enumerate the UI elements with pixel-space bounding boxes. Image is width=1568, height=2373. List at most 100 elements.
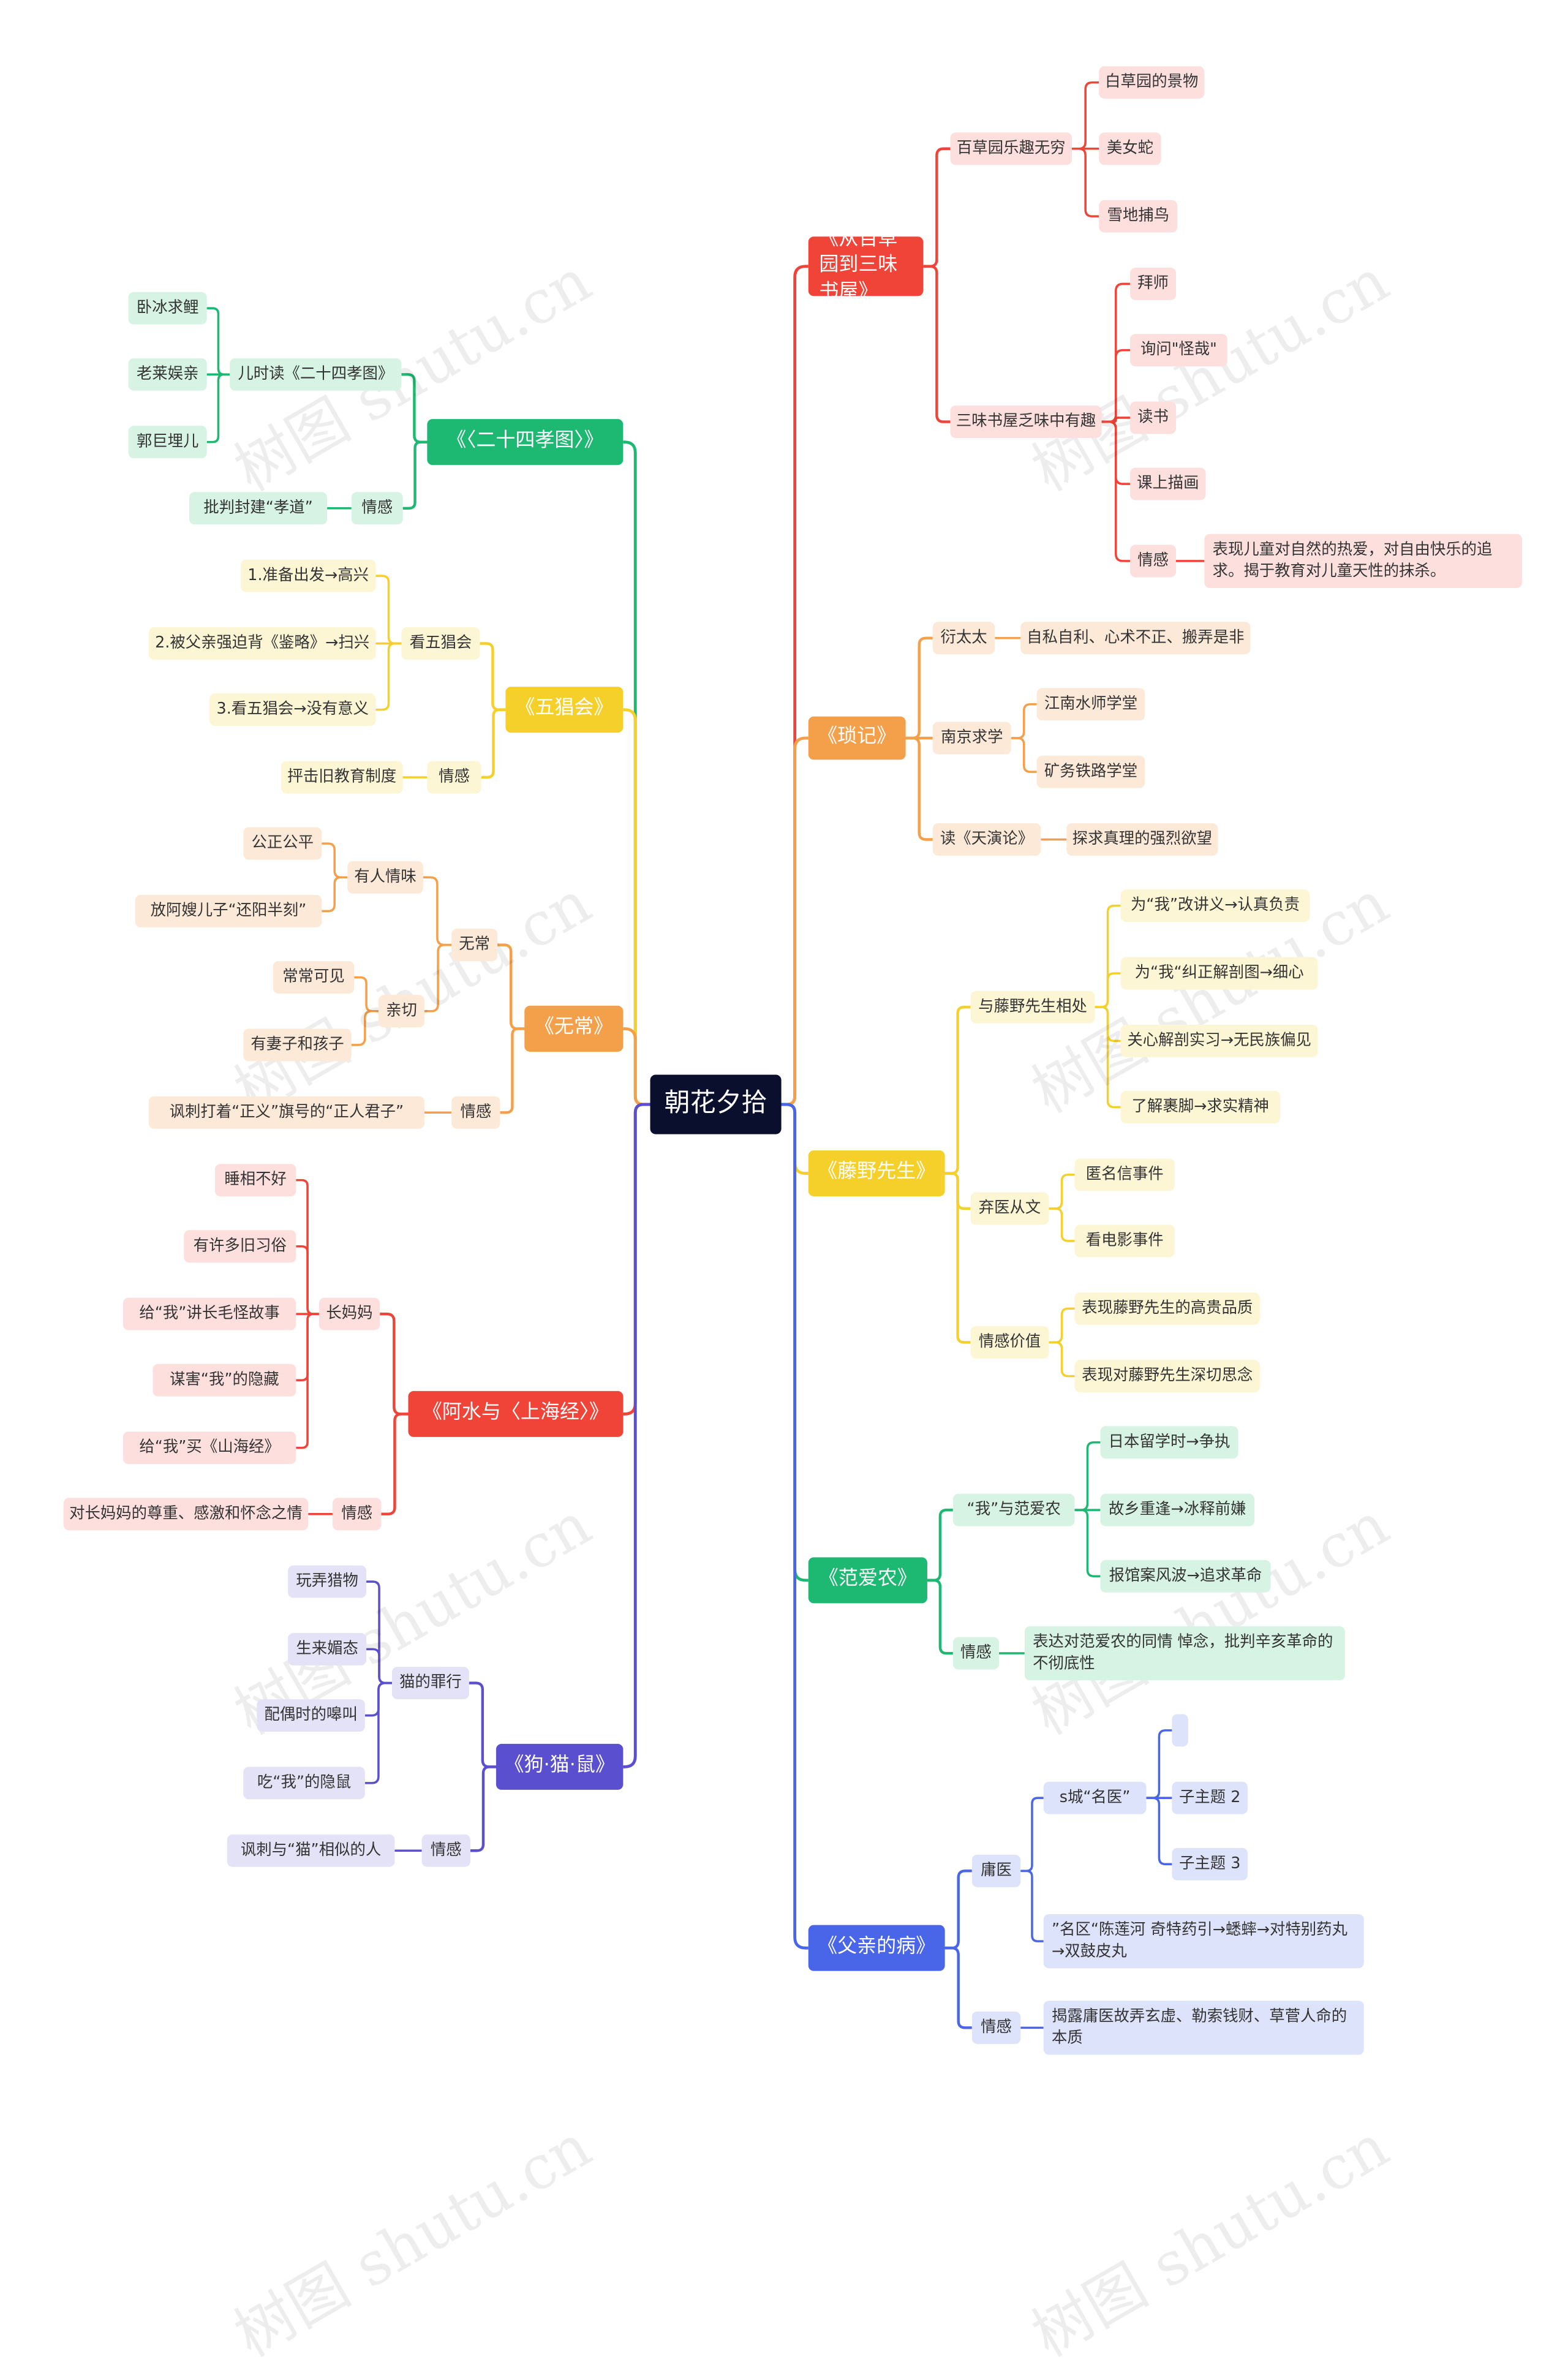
subtopic-node[interactable]: 情感 xyxy=(971,2011,1021,2044)
subtopic-node[interactable]: 公正公平 xyxy=(243,827,322,860)
subtopic-node[interactable]: 谋害“我”的隐藏 xyxy=(153,1364,296,1397)
subtopic-node[interactable]: 猫的罪行 xyxy=(392,1667,469,1700)
subtopic-node[interactable]: 玩弄猎物 xyxy=(288,1565,367,1598)
subtopic-node[interactable]: 情感 xyxy=(351,492,403,525)
subtopic-node[interactable]: 情感 xyxy=(952,1637,999,1670)
subtopic-node[interactable]: 长妈妈 xyxy=(318,1297,380,1330)
subtopic-node[interactable]: 情感 xyxy=(427,761,481,794)
main-topic-node[interactable]: 《琐记》 xyxy=(808,716,906,760)
subtopic-node[interactable]: 读书 xyxy=(1129,401,1177,434)
subtopic-node[interactable]: 匿名信事件 xyxy=(1074,1158,1175,1191)
subtopic-node[interactable]: 生来媚态 xyxy=(288,1632,367,1666)
subtopic-node[interactable]: 为“我”改讲义→认真负责 xyxy=(1120,889,1310,922)
subtopic-node[interactable]: 表达对范爱农的同情 悼念，批判辛亥革命的不彻底性 xyxy=(1024,1626,1345,1681)
subtopic-node[interactable]: 为“我“纠正解剖图→细心 xyxy=(1120,957,1318,990)
subtopic-node[interactable]: 睡相不好 xyxy=(214,1164,296,1197)
connector-line xyxy=(402,440,428,510)
main-topic-node[interactable]: 《藤野先生》 xyxy=(808,1150,945,1197)
subtopic-node[interactable]: 拜师 xyxy=(1129,267,1177,300)
subtopic-node[interactable] xyxy=(1172,1714,1188,1747)
subtopic-node[interactable]: 美女蛇 xyxy=(1099,132,1161,165)
subtopic-node[interactable]: 揭露庸医故弄玄虚、勒索钱财、草菅人命的本质 xyxy=(1043,2001,1364,2055)
subtopic-node[interactable]: 课上描画 xyxy=(1129,467,1206,500)
subtopic-node[interactable]: 江南水师学堂 xyxy=(1036,688,1145,721)
main-topic-node[interactable]: 《阿水与〈上海经〉》 xyxy=(408,1390,624,1437)
subtopic-node[interactable]: 与藤野先生相处 xyxy=(970,990,1095,1024)
subtopic-node[interactable]: 自私自利、心术不正、搬弄是非 xyxy=(1020,622,1251,655)
subtopic-node[interactable]: 抨击旧教育制度 xyxy=(281,761,403,794)
main-topic-node-label: 《无常》 xyxy=(534,1017,613,1039)
subtopic-node[interactable]: 弃医从文 xyxy=(970,1192,1049,1225)
subtopic-node[interactable]: 读《天演论》 xyxy=(932,823,1041,856)
subtopic-node[interactable]: 百草园乐趣无穷 xyxy=(950,132,1072,165)
subtopic-node[interactable]: 儿时读《二十四孝图》 xyxy=(230,358,402,391)
subtopic-node[interactable]: 子主题 2 xyxy=(1172,1781,1248,1814)
subtopic-node[interactable]: 批判封建“孝道” xyxy=(189,492,328,525)
subtopic-node-label: 了解裹脚→求实精神 xyxy=(1131,1096,1269,1116)
subtopic-node[interactable]: 询问"怪哉" xyxy=(1129,334,1227,367)
subtopic-node[interactable]: 讽刺打着“正义”旗号的“正人君子” xyxy=(148,1096,424,1129)
subtopic-node[interactable]: 故乡重逢→冰释前嫌 xyxy=(1100,1493,1255,1526)
subtopic-node[interactable]: 郭巨埋儿 xyxy=(128,426,207,459)
subtopic-node[interactable]: 讽刺与“猫”相似的人 xyxy=(227,1834,395,1867)
subtopic-node[interactable]: 情感 xyxy=(332,1498,382,1531)
subtopic-node[interactable]: 表现藤野先生的高贵品质 xyxy=(1074,1292,1260,1325)
subtopic-node[interactable]: 表现对藤野先生深切思念 xyxy=(1074,1360,1260,1393)
subtopic-node-label: 有人情味 xyxy=(354,867,417,886)
connector-line xyxy=(1095,972,1121,1008)
main-topic-node[interactable]: 《狗·猫·鼠》 xyxy=(496,1743,624,1790)
subtopic-node[interactable]: 给“我”买《山海经》 xyxy=(123,1432,296,1465)
main-topic-node[interactable]: 《无常》 xyxy=(524,1005,624,1052)
subtopic-node[interactable]: 有妻子和孩子 xyxy=(243,1028,352,1062)
subtopic-node[interactable]: 配偶时的嗥叫 xyxy=(257,1699,365,1732)
subtopic-node[interactable]: 庸医 xyxy=(971,1854,1021,1887)
subtopic-node[interactable]: 日本留学时→争执 xyxy=(1100,1426,1238,1459)
connector-line xyxy=(1011,737,1037,773)
subtopic-node[interactable]: 看五猖会 xyxy=(401,627,480,660)
subtopic-node[interactable]: 3.看五猖会→没有意义 xyxy=(209,693,376,726)
main-topic-node[interactable]: 《从百草园到三味书屋》 xyxy=(808,228,924,303)
subtopic-node[interactable]: 三味书屋乏味中有趣 xyxy=(950,406,1102,439)
subtopic-node[interactable]: 探求真理的强烈欲望 xyxy=(1066,823,1218,856)
subtopic-node[interactable]: 有许多旧习俗 xyxy=(184,1230,296,1263)
subtopic-node-label: 无常 xyxy=(459,934,491,954)
subtopic-node[interactable]: 2.被父亲强迫背《鉴略》→扫兴 xyxy=(148,627,376,660)
main-topic-node[interactable]: 《范爱农》 xyxy=(808,1557,927,1604)
main-topic-node[interactable]: 《父亲的病》 xyxy=(808,1925,945,1971)
subtopic-node[interactable]: 看电影事件 xyxy=(1074,1224,1175,1258)
subtopic-node-label: 表现儿童对自然的热爱，对自由快乐的追求。揭于教育对儿童天性的抹杀。 xyxy=(1212,540,1493,580)
subtopic-node[interactable]: 表现儿童对自然的热爱，对自由快乐的追求。揭于教育对儿童天性的抹杀。 xyxy=(1204,534,1522,589)
subtopic-node[interactable]: 对长妈妈的尊重、感激和怀念之情 xyxy=(63,1498,309,1531)
subtopic-node[interactable]: 矿务铁路学堂 xyxy=(1036,755,1145,788)
subtopic-node[interactable]: 南京求学 xyxy=(932,722,1011,755)
subtopic-node[interactable]: 亲切 xyxy=(378,995,424,1028)
subtopic-node[interactable]: 常常可见 xyxy=(273,961,355,994)
subtopic-node[interactable]: 老莱娱亲 xyxy=(128,358,207,391)
main-topic-node[interactable]: 《五猖会》 xyxy=(505,687,624,733)
subtopic-node[interactable]: 放阿嫂儿子“还阳半刻” xyxy=(135,894,322,927)
subtopic-node[interactable]: 吃“我”的隐鼠 xyxy=(243,1767,365,1800)
subtopic-node[interactable]: 报馆案风波→追求革命 xyxy=(1100,1560,1271,1593)
subtopic-node[interactable]: “我”与范爱农 xyxy=(952,1493,1075,1526)
subtopic-node[interactable]: 了解裹脚→求实精神 xyxy=(1120,1090,1280,1123)
subtopic-node[interactable]: 情感 xyxy=(421,1834,471,1867)
subtopic-node[interactable]: 衍太太 xyxy=(932,622,995,655)
subtopic-node[interactable]: 有人情味 xyxy=(347,861,423,894)
subtopic-node[interactable]: 卧冰求鲤 xyxy=(128,292,207,325)
subtopic-node[interactable]: 1.准备出发→高兴 xyxy=(240,559,376,592)
subtopic-node[interactable]: ”名区“陈莲河 奇特药引→蟋蟀→对特别药丸→双鼓皮丸 xyxy=(1043,1914,1364,1969)
subtopic-node[interactable]: 给“我”讲长毛怪故事 xyxy=(123,1297,296,1330)
subtopic-node[interactable]: 无常 xyxy=(451,929,498,962)
main-topic-node[interactable]: 《〈二十四孝图〉》 xyxy=(427,419,624,466)
connector-line xyxy=(424,943,452,1013)
root-topic[interactable]: 朝花夕拾 xyxy=(650,1074,782,1134)
subtopic-node[interactable]: 雪地捕鸟 xyxy=(1099,200,1178,233)
subtopic-node[interactable]: 情感 xyxy=(1129,545,1177,578)
subtopic-node[interactable]: 子主题 3 xyxy=(1172,1847,1248,1881)
subtopic-node-label: 情感 xyxy=(439,766,470,786)
subtopic-node[interactable]: 情感 xyxy=(451,1096,500,1129)
subtopic-node[interactable]: s城“名医” xyxy=(1043,1781,1147,1814)
subtopic-node[interactable]: 白草园的景物 xyxy=(1099,66,1205,99)
subtopic-node[interactable]: 情感价值 xyxy=(970,1326,1049,1359)
subtopic-node[interactable]: 关心解剖实习→无民族偏见 xyxy=(1120,1024,1318,1057)
